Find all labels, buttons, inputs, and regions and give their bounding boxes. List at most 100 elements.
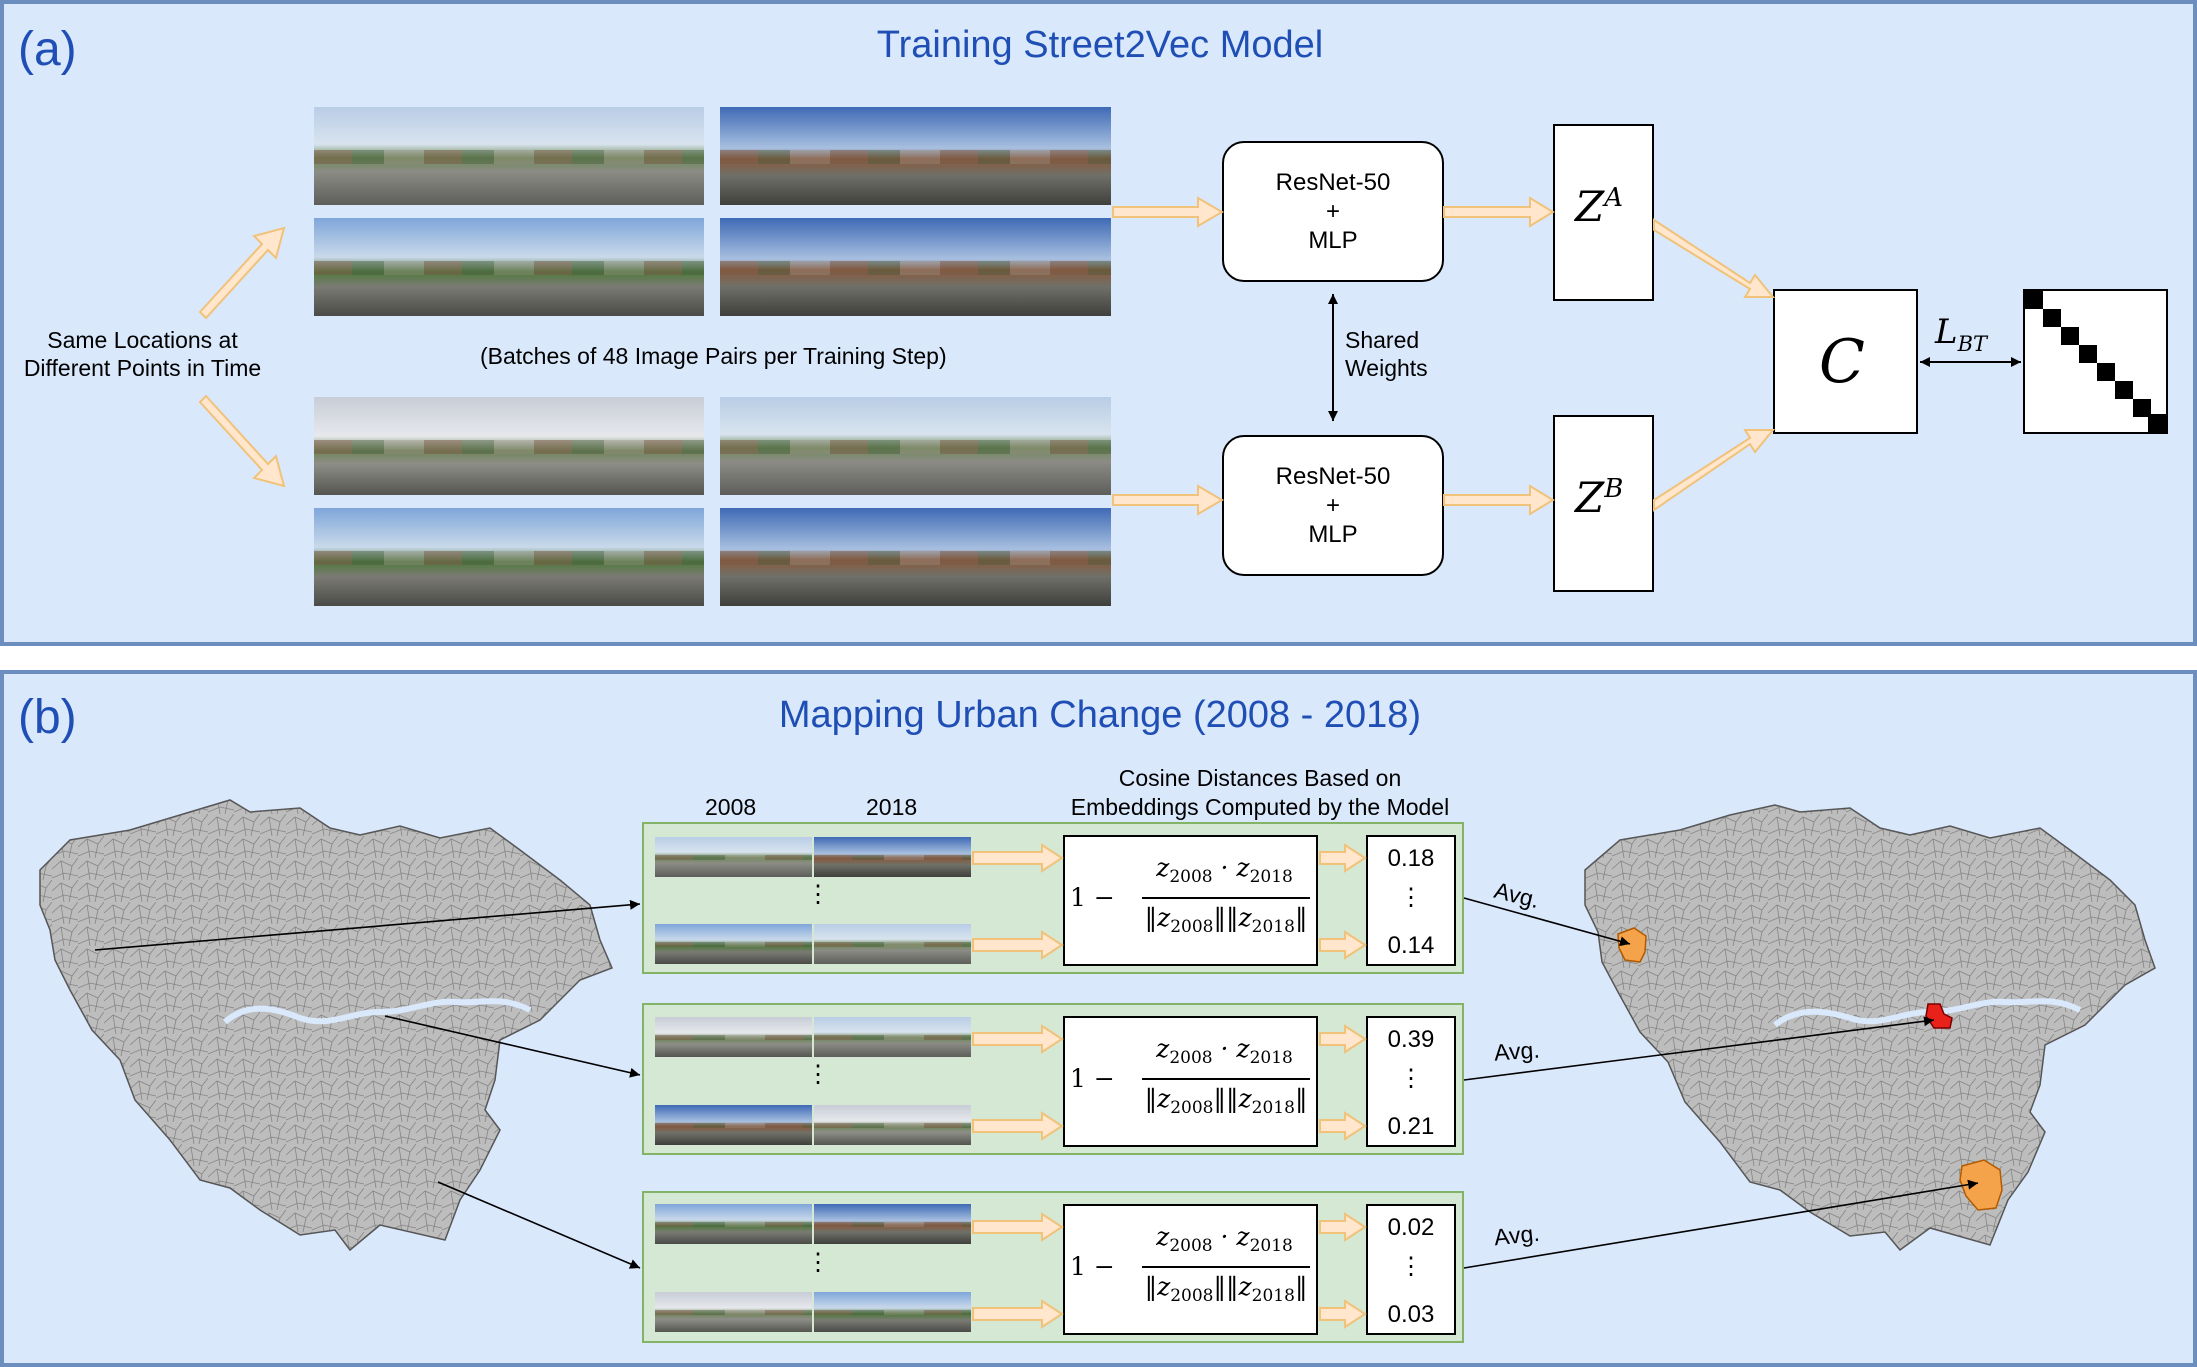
panel-b-title: Mapping Urban Change (2008 - 2018) (778, 694, 1422, 736)
group1-image-2018-bottom (814, 924, 971, 964)
group1-formula-box (1063, 835, 1318, 966)
group3-arrow-formula-top (1319, 1212, 1367, 1242)
group2-value-bottom: 0.21 (1387, 1113, 1435, 1140)
shared-weights-line2: Weights (1345, 355, 1428, 381)
za-box: ZA (1553, 124, 1654, 301)
group2-arrow-formula-top (1319, 1024, 1367, 1054)
fat-arrow-encoder-to-zb (1443, 484, 1555, 516)
encoder-bottom-line2: + (1325, 492, 1340, 519)
group3-image-dots: ⋮ (806, 1249, 830, 1276)
identity-cell-7 (2133, 399, 2151, 417)
za-label: ZA (1575, 182, 1623, 231)
cosine-label-line2: Embeddings Computed by the Model (1070, 794, 1450, 820)
group3-formula: 1 −z2008 · z2018‖z2008‖‖z2018‖ (1070, 1222, 1315, 1317)
batch-label: (Batches of 48 Image Pairs per Training … (480, 343, 947, 369)
map-to-group2-arrow (384, 1015, 641, 1078)
london-map-left (39, 799, 613, 1252)
encoder-top-line1: ResNet-50 (1275, 169, 1391, 196)
group1-image-2008-top (655, 837, 812, 877)
group2-arrow-images-bottom (972, 1111, 1064, 1141)
group3-to-map-arrow (1463, 1179, 1979, 1269)
shared-weights-line1: Shared (1345, 327, 1420, 353)
same-locations-line1: Same Locations at (47, 327, 238, 353)
group1-to-map-arrow (1463, 897, 1631, 947)
encoder-top-line3: MLP (1308, 227, 1358, 254)
cross-correlation-symbol: C (1819, 327, 1865, 397)
street-image-a8 (720, 508, 1111, 606)
river-thames-left (223, 998, 532, 1025)
identity-cell-6 (2115, 381, 2133, 399)
group1-arrow-images-bottom (972, 930, 1064, 960)
formula-denominator: ‖z2008‖‖z2018‖ (1144, 1084, 1308, 1118)
formula-numerator: z2008 · z2018 (1156, 853, 1293, 887)
group2-image-dots: ⋮ (806, 1061, 830, 1088)
group1-formula: 1 − z2008 · z2018 ‖z2008‖‖z2018‖ (1070, 853, 1315, 948)
group3-image-2008-top (655, 1204, 812, 1244)
map-to-group3-arrow (437, 1181, 641, 1269)
group3-formula-box (1063, 1204, 1318, 1335)
group2-formula-box (1063, 1016, 1318, 1147)
group3-image-2018-bottom (814, 1292, 971, 1332)
group2-value-top: 0.39 (1387, 1026, 1435, 1053)
group2-arrow-images-top (972, 1024, 1064, 1054)
group2-value-box: 0.39 ⋮ 0.21 (1366, 1016, 1456, 1147)
formula-one-minus: 1 − (1070, 883, 1115, 912)
identity-cell-2 (2043, 309, 2061, 327)
fat-arrow-za-to-c (1653, 218, 1776, 298)
zb-box: ZB (1553, 415, 1654, 592)
street-image-a5 (314, 397, 704, 495)
panel-a-tag: (a) (18, 23, 77, 76)
street-image-a2 (720, 107, 1111, 205)
identity-matrix (2023, 289, 2168, 434)
fat-arrow-images-to-encoder-top (1112, 196, 1224, 228)
group2-image-2018-top (814, 1017, 971, 1057)
encoder-top-line2: + (1325, 198, 1340, 225)
group1-arrow-formula-bottom (1319, 930, 1367, 960)
fat-arrow-zb-to-c (1653, 429, 1776, 512)
street-image-a3 (314, 218, 704, 316)
group1-image-2018-top (814, 837, 971, 877)
group3-value-top: 0.02 (1387, 1214, 1435, 1241)
identity-cell-1 (2025, 291, 2043, 309)
cosine-distances-label: Cosine Distances Based on Embeddings Com… (1040, 764, 1480, 822)
formula-fraction-bar (1142, 1266, 1310, 1268)
identity-cell-8 (2148, 414, 2166, 432)
column-2008-label: 2008 (705, 794, 757, 820)
identity-cell-4 (2079, 345, 2097, 363)
panel-b-tag: (b) (18, 691, 77, 744)
formula-one-minus: 1 − (1070, 1252, 1115, 1281)
group3-image-2018-top (814, 1204, 971, 1244)
fat-arrow-up-diagonal (198, 226, 286, 320)
column-2018-label: 2018 (866, 794, 918, 820)
formula-denominator: ‖z2008‖‖z2018‖ (1144, 1272, 1308, 1306)
group2-image-2018-bottom (814, 1105, 971, 1145)
shared-weights-label: Shared Weights (1345, 326, 1428, 382)
identity-cell-3 (2061, 327, 2079, 345)
group1-arrow-images-top (972, 843, 1064, 873)
group1-image-2008-bottom (655, 924, 812, 964)
formula-fraction-bar (1142, 897, 1310, 899)
group3-value-dots: ⋮ (1399, 1253, 1423, 1280)
panel-a-title: Training Street2Vec Model (876, 24, 1324, 66)
cosine-label-line1: Cosine Distances Based on (1118, 765, 1402, 791)
encoder-bottom-line1: ResNet-50 (1275, 463, 1391, 490)
group2-formula: 1 −z2008 · z2018‖z2008‖‖z2018‖ (1070, 1034, 1315, 1129)
group2-to-map-arrow (1463, 1016, 1935, 1081)
fat-arrow-encoder-to-za (1443, 196, 1555, 228)
group3-arrow-images-bottom (972, 1299, 1064, 1329)
group2-image-2008-bottom (655, 1105, 812, 1145)
group2-image-2008-top (655, 1017, 812, 1057)
loss-label: LBT (1935, 312, 1988, 356)
formula-numerator: z2008 · z2018 (1156, 1034, 1293, 1068)
group3-arrow-images-top (972, 1212, 1064, 1242)
zb-label: ZB (1575, 473, 1624, 522)
identity-cell-5 (2097, 363, 2115, 381)
formula-denominator: ‖z2008‖‖z2018‖ (1144, 903, 1308, 937)
group1-image-dots: ⋮ (806, 881, 830, 908)
group1-value-dots: ⋮ (1399, 884, 1423, 911)
group1-value-top: 0.18 (1387, 845, 1435, 872)
